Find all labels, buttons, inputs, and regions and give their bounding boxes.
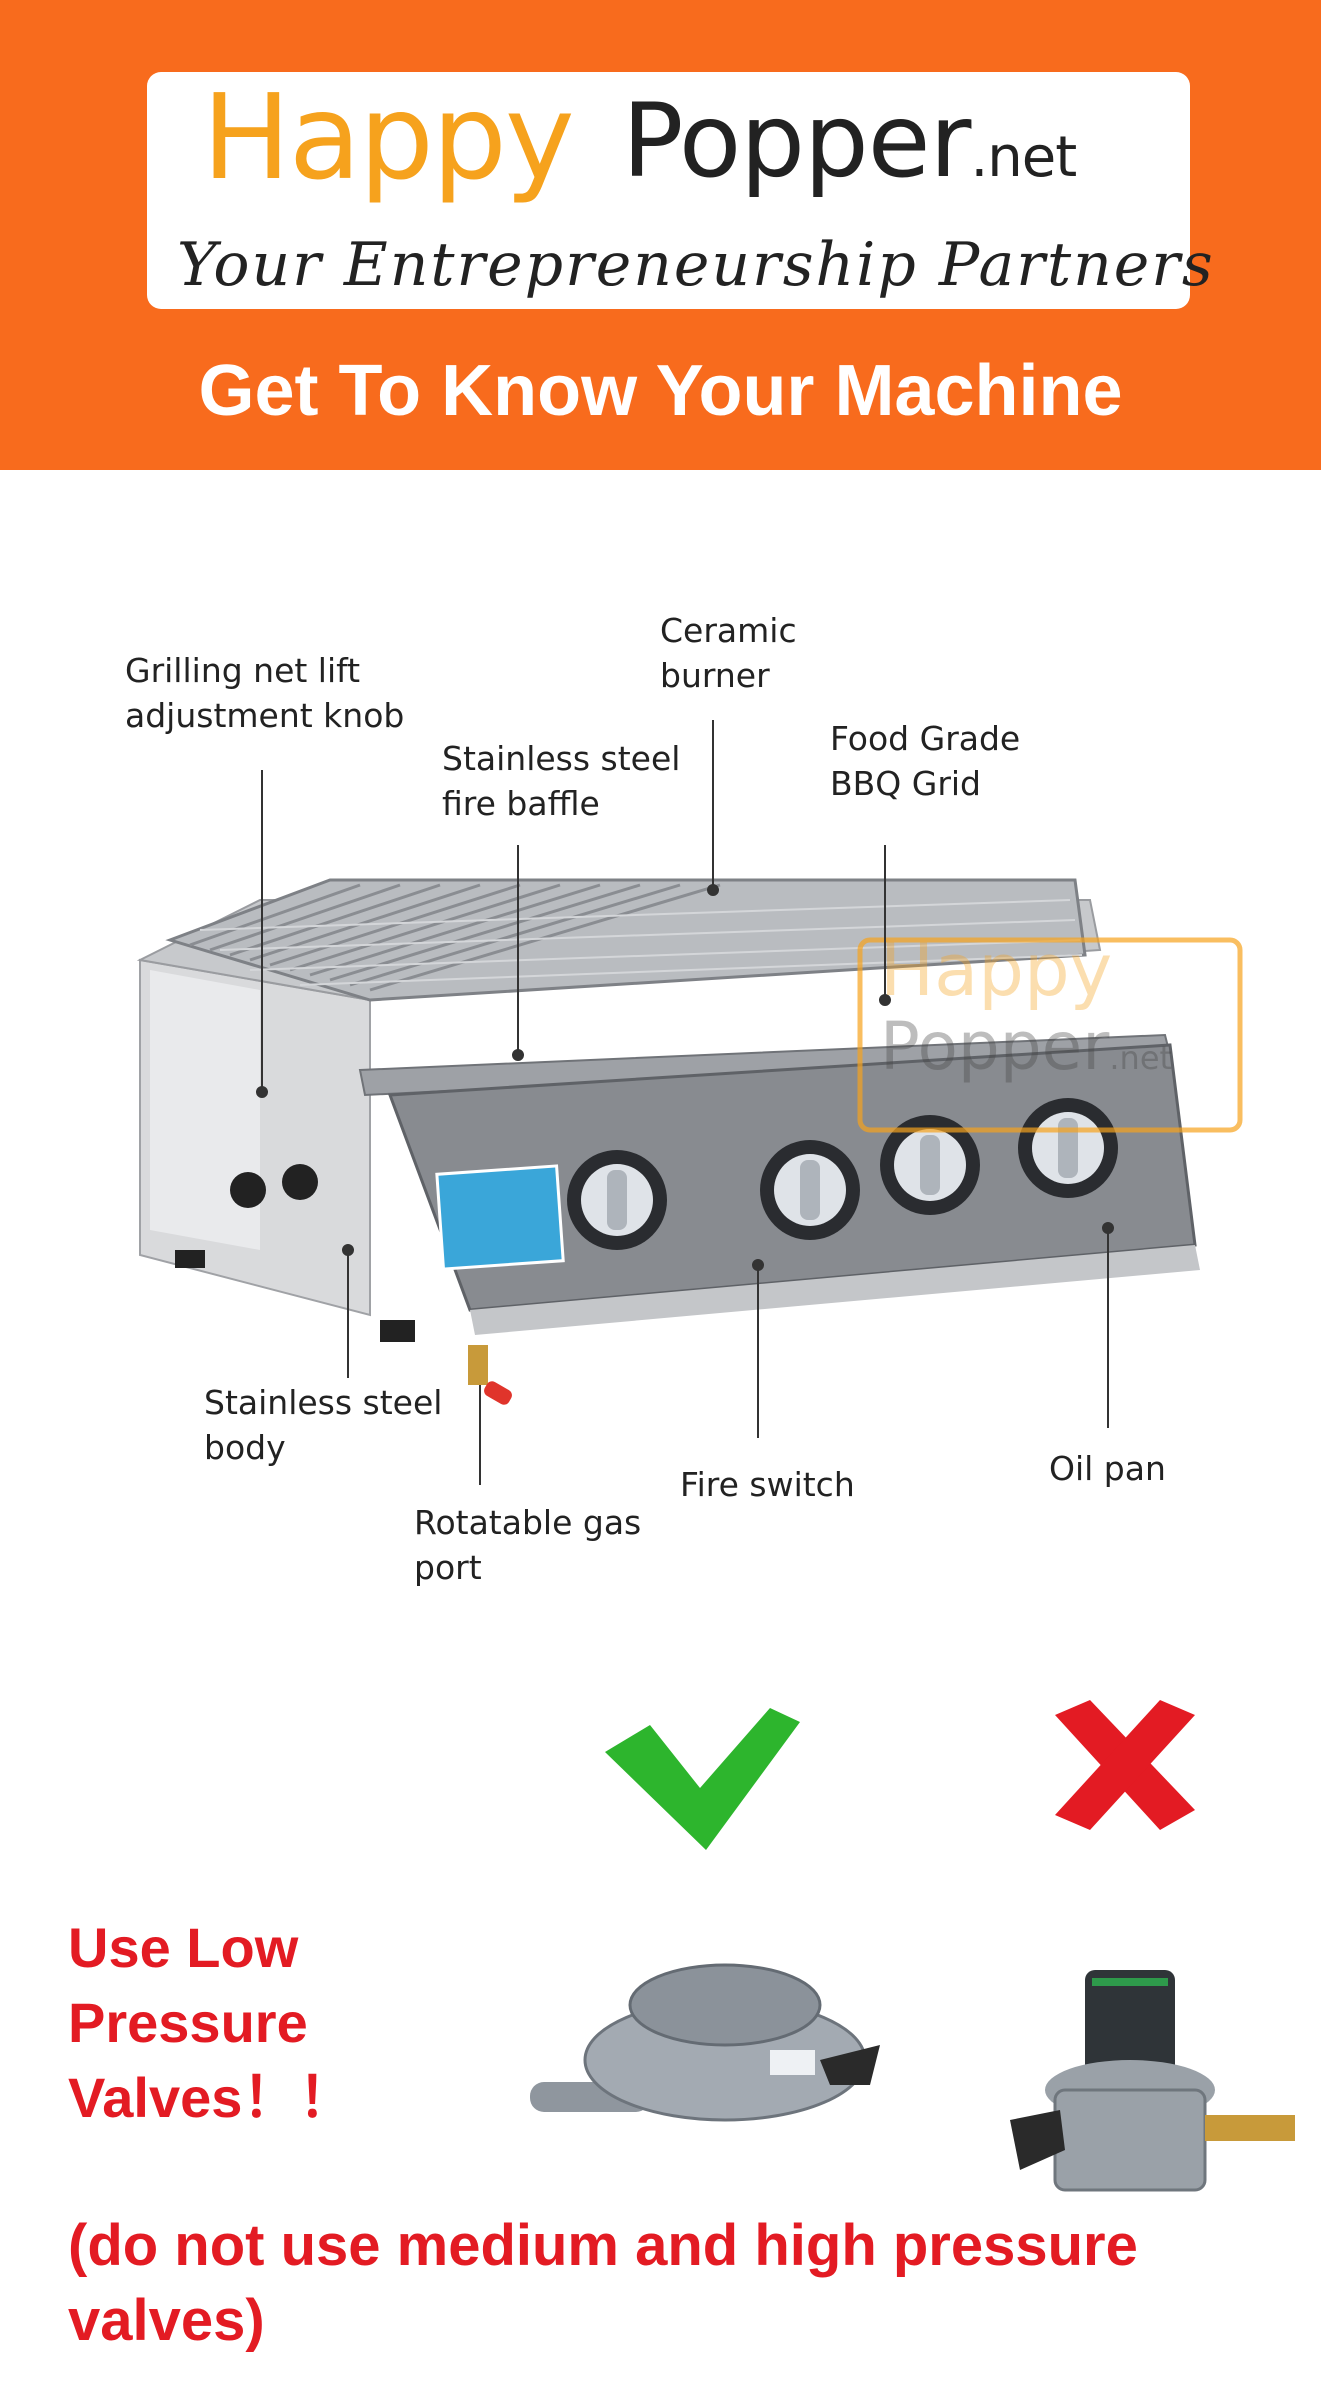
high-pressure-valve-image xyxy=(1010,1970,1295,2192)
logo-net-word: .net xyxy=(970,125,1077,190)
watermark-popper-line: Popper.net xyxy=(880,1010,1220,1095)
watermark-popper: Popper xyxy=(880,1008,1110,1085)
watermark-net: .net xyxy=(1109,1039,1173,1077)
check-icon xyxy=(605,1708,800,1850)
cross-icon xyxy=(1055,1700,1195,1830)
label-oil-pan: Oil pan xyxy=(1049,1449,1166,1488)
logo: Happy Popper.net Your Entrepreneurship P… xyxy=(147,68,1213,309)
label-fire-switch: Fire switch xyxy=(680,1465,855,1504)
label-adjustment-knob: Grilling net lift adjustment knob xyxy=(125,651,405,735)
label-fire-baffle: Stainless steel fire baffle xyxy=(442,739,681,823)
low-pressure-valve-image xyxy=(530,1963,880,2122)
logo-happy-text: Happy xyxy=(202,68,575,206)
page-title: Get To Know Your Machine xyxy=(198,351,1123,431)
logo-popper-word: Popper xyxy=(622,82,971,201)
label-ceramic-burner: Ceramic burner xyxy=(660,611,797,695)
header-banner: Happy Popper.net Your Entrepreneurship P… xyxy=(0,0,1321,470)
warning-title: Use Low Pressure Valves！！ xyxy=(68,1916,355,2129)
warning-note: (do not use medium and high pressure val… xyxy=(68,2213,1138,2353)
logo-tagline: Your Entrepreneurship Partners xyxy=(177,230,1215,300)
watermark-happy: Happy xyxy=(880,928,1113,1012)
label-gas-port: Rotatable gas port xyxy=(414,1503,642,1587)
label-bbq-grid: Food Grade BBQ Grid xyxy=(830,719,1021,803)
logo-popper-text: Popper.net xyxy=(622,82,1077,201)
label-stainless-body: Stainless steel body xyxy=(204,1383,443,1467)
watermark-logo: Happy Popper.net xyxy=(880,930,1220,1090)
